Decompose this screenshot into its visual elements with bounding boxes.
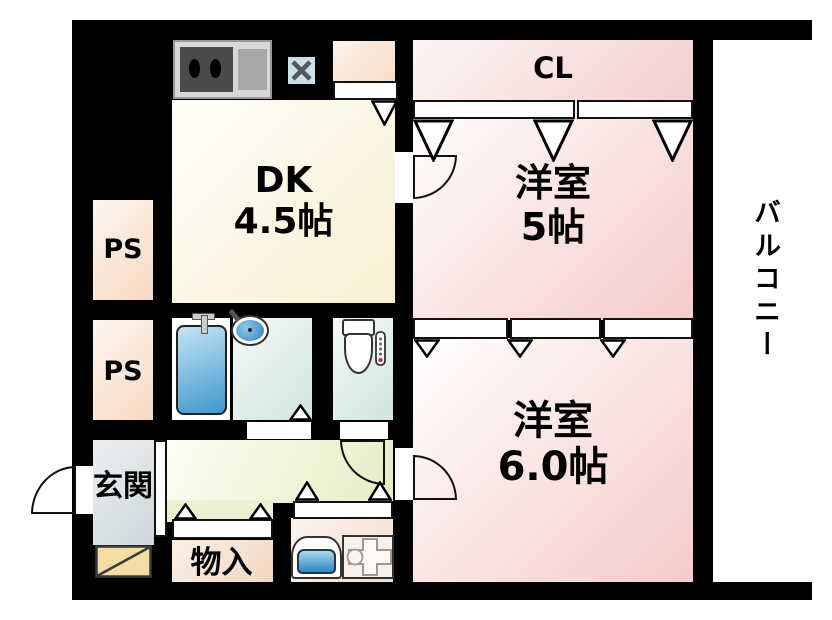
western-room-6-floor — [413, 338, 693, 582]
room5-name: 洋室 — [514, 161, 591, 205]
partition-rail-1 — [413, 318, 508, 339]
ps-upper-label: PS — [103, 234, 143, 265]
storage-floor — [172, 540, 273, 582]
balcony-floor — [713, 40, 812, 582]
washer-pan-icon — [342, 535, 394, 579]
room6-door-opening — [395, 448, 413, 500]
western-room-5-label: 洋室 5帖 — [413, 161, 693, 249]
closet-floor — [413, 40, 693, 102]
western-room-6-label: 洋室 6.0帖 — [413, 398, 693, 490]
ps-upper-floor — [93, 200, 153, 300]
shoe-cabinet-icon — [95, 545, 152, 578]
opening-marker-icon — [414, 339, 440, 358]
closet-label: CL — [533, 51, 573, 85]
opening-marker-icon — [507, 339, 533, 358]
balcony-label: バルコニー — [749, 197, 780, 363]
opening-marker-icon — [371, 100, 398, 126]
washroom-door-opening — [247, 422, 311, 439]
entrance-door-swing-arc — [31, 466, 76, 514]
ps-lower-floor — [93, 320, 153, 420]
opening-marker-icon — [295, 481, 319, 501]
opening-marker-icon — [249, 503, 272, 520]
opening-marker-icon — [289, 404, 312, 421]
room6-name: 洋室 — [513, 398, 593, 444]
closet-door-rail-left — [413, 100, 575, 119]
dk-name: DK — [254, 160, 313, 201]
entrance-floor — [93, 440, 154, 545]
partition-rail-3 — [603, 318, 693, 339]
room5-area: 5帖 — [520, 204, 586, 249]
room6-area: 6.0帖 — [497, 444, 609, 490]
kitchen-cabinet — [333, 41, 395, 82]
opening-marker-icon — [652, 119, 693, 162]
entrance-label: 玄関 — [93, 469, 153, 504]
faucet-stem — [201, 315, 208, 334]
toilet-icon — [342, 319, 386, 375]
ps-lower-label: PS — [103, 356, 143, 387]
stove-grill-panel — [238, 49, 267, 90]
washbasin-drain — [248, 328, 252, 332]
kitchen-cabinet-rail — [333, 81, 398, 100]
entrance-door-opening — [74, 466, 93, 514]
dk-label: DK 4.5帖 — [172, 160, 395, 243]
dk-floor — [172, 100, 395, 303]
opening-marker-icon — [174, 503, 197, 520]
storage-door-rail — [172, 519, 273, 539]
toilet-door-opening — [340, 422, 388, 439]
opening-marker-icon — [533, 119, 574, 162]
bathtub-icon — [176, 325, 227, 415]
stove-burner-panel — [180, 47, 233, 92]
exhaust-fan-icon — [288, 57, 315, 84]
laundry-door-rail — [293, 501, 393, 519]
storage-label: 物入 — [190, 545, 253, 581]
stove-icon — [173, 40, 272, 99]
dk-area: 4.5帖 — [233, 201, 334, 243]
opening-marker-icon — [368, 481, 392, 501]
closet-door-rail-right — [577, 100, 693, 119]
room5-door-opening — [395, 152, 413, 203]
washing-machine-window — [297, 549, 336, 574]
toilet-control-panel — [375, 331, 386, 366]
opening-marker-icon — [600, 339, 626, 358]
entrance-step — [154, 440, 167, 537]
opening-marker-icon — [413, 119, 454, 162]
partition-rail-2 — [510, 318, 601, 339]
